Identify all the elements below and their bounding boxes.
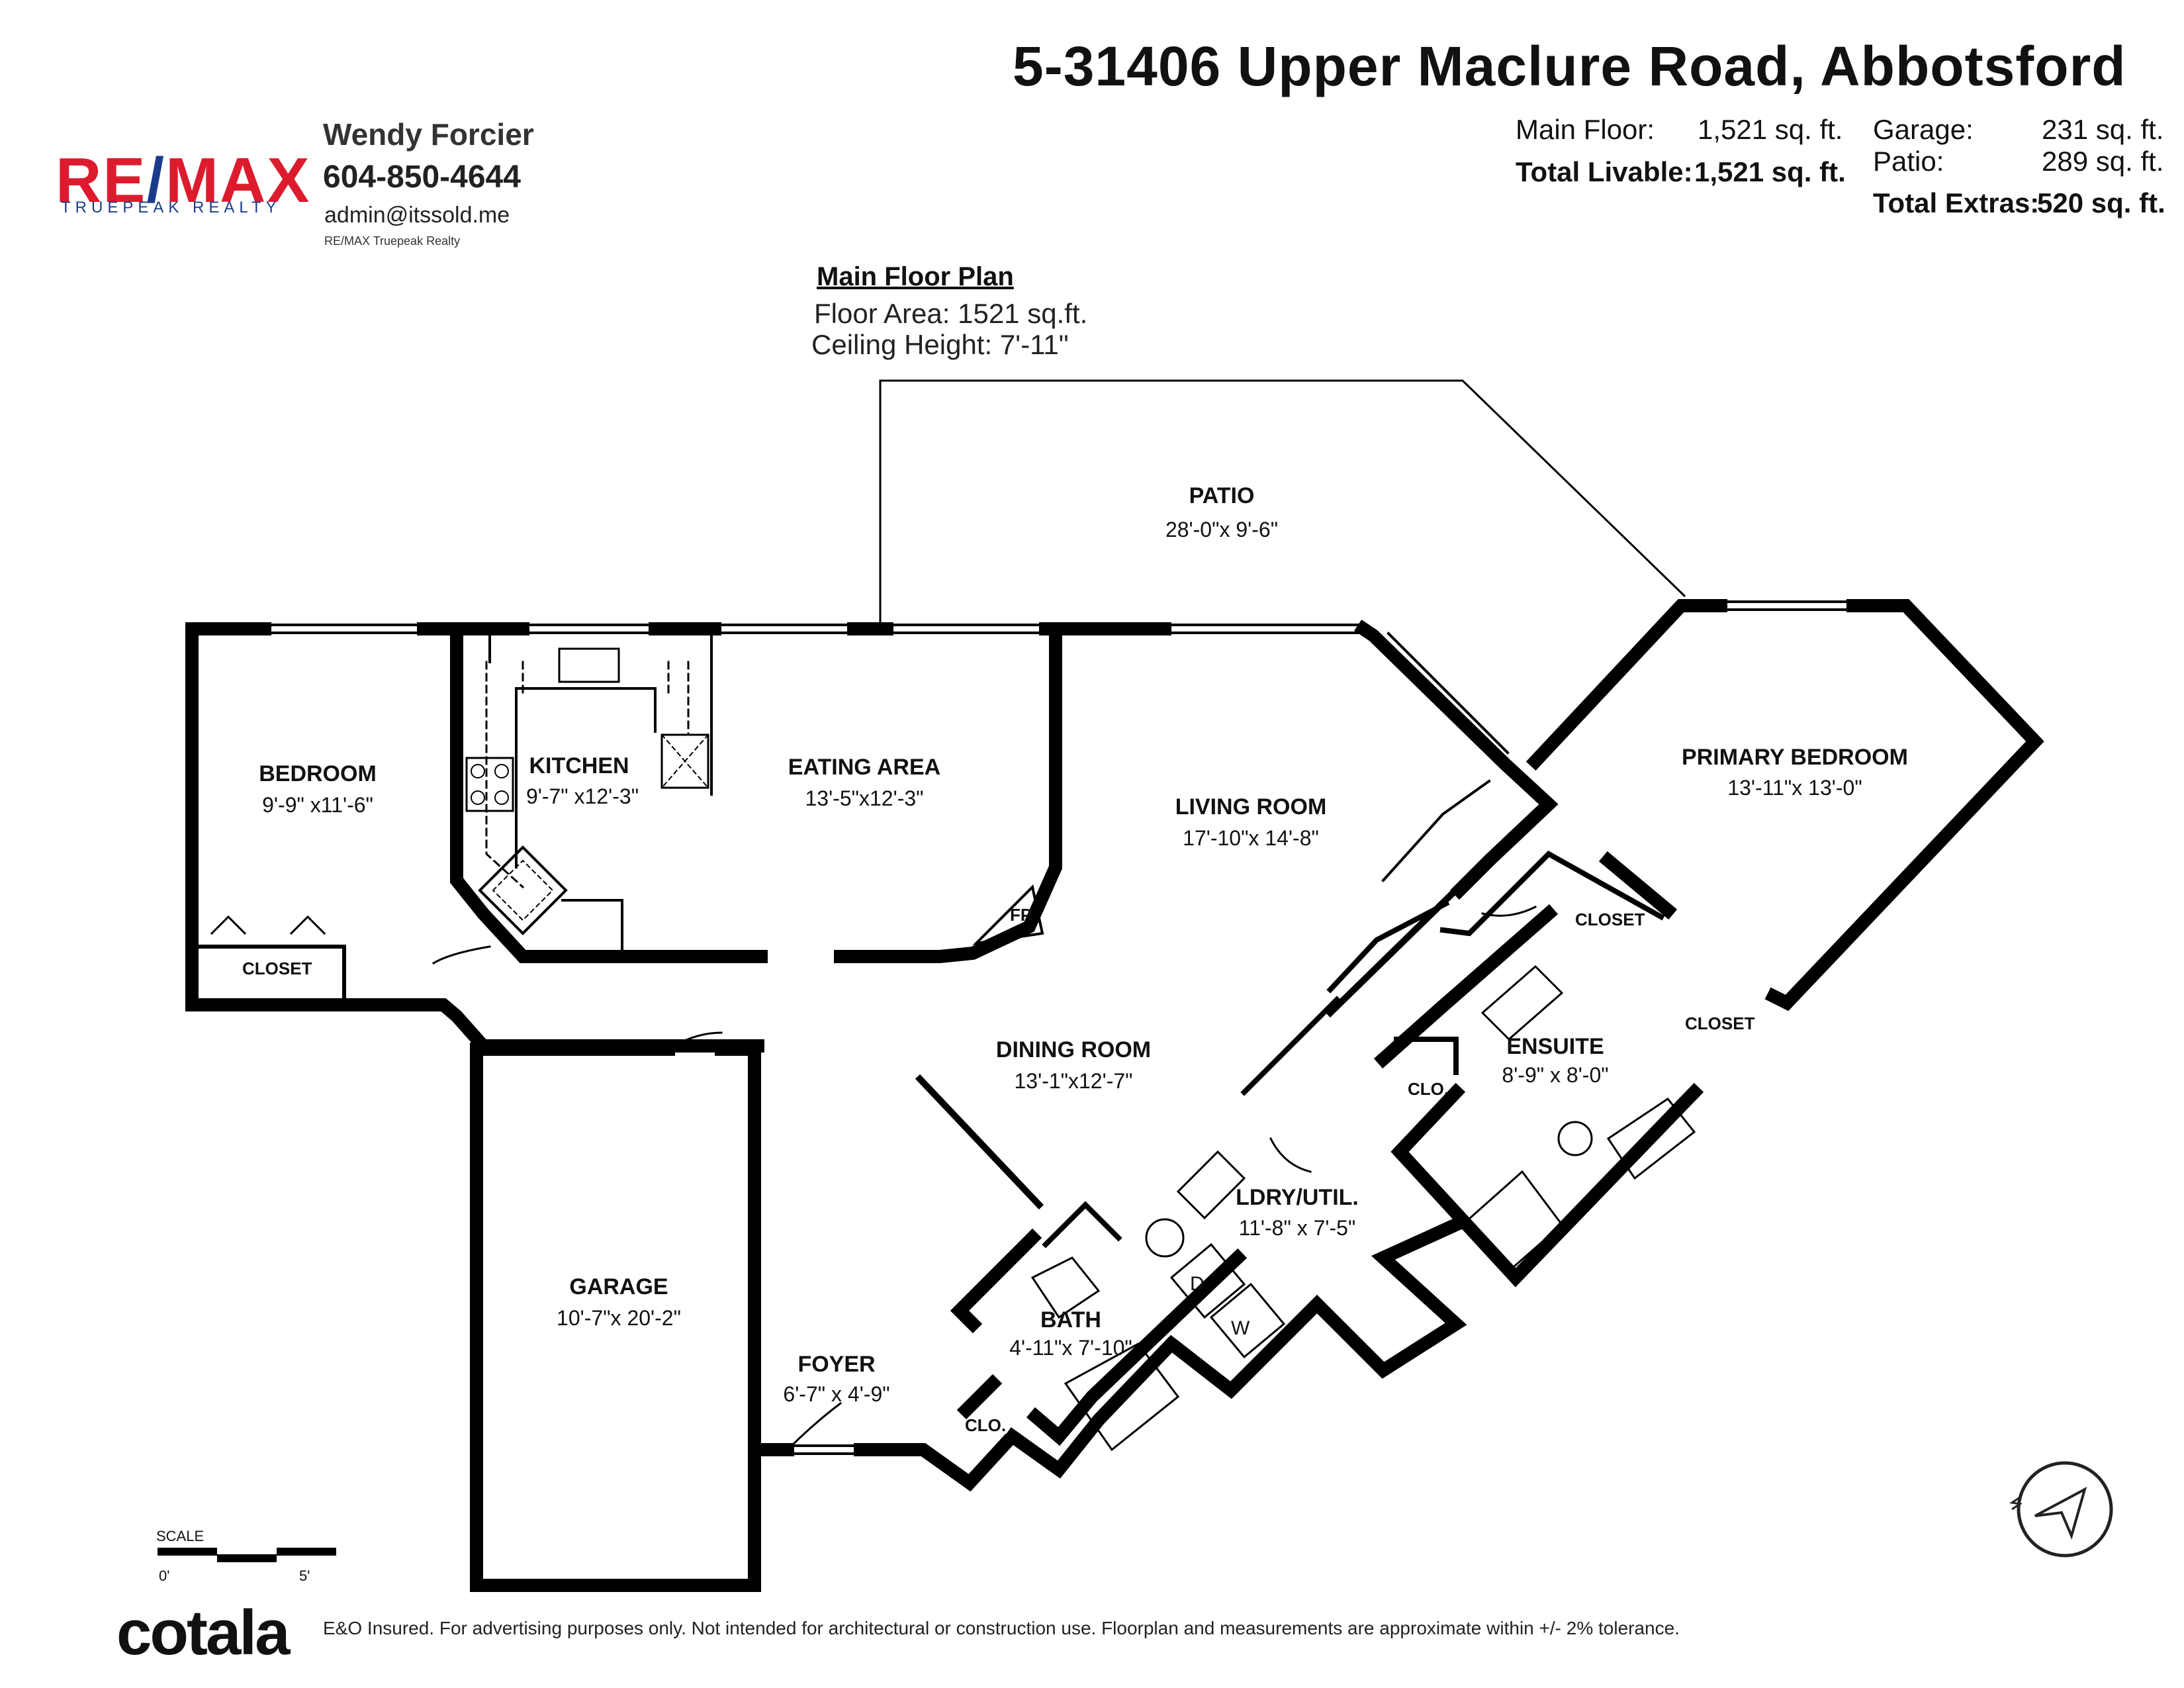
scale-bar: [158, 1548, 336, 1562]
room-eating-dim: 13'-5"x12'-3": [805, 786, 924, 810]
scale-start: 0': [159, 1568, 170, 1584]
total-extras-label: Total Extras:: [1873, 187, 2040, 218]
wall-garage: [470, 1043, 761, 1592]
agent-phone: 604-850-4644: [323, 160, 521, 195]
room-laundry-dim: 11'-8" x 7'-5": [1238, 1216, 1356, 1240]
room-foyer-dim: 6'-7" x 4'-9": [783, 1382, 890, 1406]
room-bath-dim: 4'-11"x 7'-10": [1009, 1336, 1132, 1360]
main-floor-label: Main Floor:: [1516, 114, 1655, 145]
room-patio-name: PATIO: [1189, 483, 1255, 508]
remax-logo: RE/MAX: [56, 145, 311, 216]
room-dining-name: DINING ROOM: [995, 1037, 1152, 1062]
wall-foyer-bottom: [754, 1433, 1016, 1492]
closet-dining-label: CLO.: [1408, 1079, 1449, 1099]
room-eating-name: EATING AREA: [788, 755, 941, 780]
closet-foyer-label: CLO.: [965, 1415, 1007, 1435]
floor-area: Floor Area: 1521 sq.ft.: [814, 298, 1088, 329]
room-bedroom-dim: 9'-9" x11'-6": [262, 793, 373, 817]
room-living-name: LIVING ROOM: [1175, 794, 1327, 820]
agent-name: Wendy Forcier: [323, 117, 534, 152]
closet-ensuite-label: CLOSET: [1575, 910, 1645, 929]
wall-bath-left: [950, 1228, 1042, 1420]
wall-ensuite: [1373, 851, 1678, 1069]
scale-end: 5': [299, 1568, 310, 1584]
room-dining-dim: 13'-1"x12'-7": [1014, 1069, 1133, 1093]
patio-label: Patio:: [1873, 146, 1944, 177]
plan-title: Main Floor Plan: [817, 262, 1014, 291]
total-livable-value: 1,521 sq. ft.: [1694, 156, 1846, 187]
room-primary-name: PRIMARY BEDROOM: [1682, 745, 1908, 770]
main-floor-value: 1,521 sq. ft.: [1698, 114, 1843, 145]
total-extras-value: 520 sq. ft.: [2037, 187, 2165, 218]
room-garage-dim: 10'-7"x 20'-2": [557, 1306, 681, 1330]
room-ensuite-name: ENSUITE: [1506, 1034, 1604, 1059]
wall-top-right: [1039, 620, 1559, 900]
room-bath-name: BATH: [1040, 1307, 1101, 1333]
patio-value: 289 sq. ft.: [2042, 146, 2164, 177]
north-compass-icon: [2009, 1461, 2113, 1558]
disclaimer-text: E&O Insured. For advertising purposes on…: [323, 1618, 1680, 1638]
room-kitchen-dim: 9'-7" x12'-3": [525, 784, 639, 808]
closet-primary-label: CLOSET: [1685, 1013, 1755, 1033]
room-primary-dim: 13'-11"x 13'-0": [1727, 776, 1862, 800]
cotala-logo: cotala: [116, 1597, 290, 1668]
room-patio-dim: 28'-0"x 9'-6": [1165, 518, 1279, 541]
wall-laundry-lower: [1003, 1215, 1467, 1479]
closet-bedroom-label: CLOSET: [242, 959, 312, 978]
agent-email[interactable]: admin@itssold.me: [324, 203, 510, 228]
wall-primary-lower: [1390, 1082, 1704, 1288]
room-garage-name: GARAGE: [569, 1274, 668, 1299]
dryer-label: D: [1190, 1273, 1205, 1295]
wall-top-left: [185, 622, 764, 1053]
room-living-dim: 17'-10"x 14'-8": [1183, 826, 1319, 850]
remax-logo-subtitle: TRUEPEAK REALTY: [61, 199, 281, 216]
room-foyer-name: FOYER: [797, 1352, 876, 1377]
fireplace-label: FP: [1010, 905, 1032, 925]
garage-label: Garage:: [1873, 114, 1974, 145]
ceiling-height: Ceiling Height: 7'-11": [811, 329, 1069, 360]
scale-label: SCALE: [156, 1528, 205, 1544]
property-address: 5-31406 Upper Maclure Road, Abbotsford: [1013, 35, 2126, 97]
garage-value: 231 sq. ft.: [2042, 114, 2164, 145]
washer-label: W: [1231, 1317, 1250, 1339]
room-ensuite-dim: 8'-9" x 8'-0": [1502, 1063, 1609, 1087]
room-kitchen-name: KITCHEN: [529, 753, 629, 778]
patio-outline: [879, 379, 1686, 624]
total-livable-label: Total Livable:: [1516, 156, 1693, 187]
agent-brokerage: RE/MAX Truepeak Realty: [324, 234, 461, 248]
wall-primary-left: [1525, 599, 2044, 1011]
room-laundry-name: LDRY/UTIL.: [1236, 1185, 1359, 1210]
wall-bedroom-right: [450, 626, 768, 963]
room-bedroom-name: BEDROOM: [259, 761, 377, 786]
